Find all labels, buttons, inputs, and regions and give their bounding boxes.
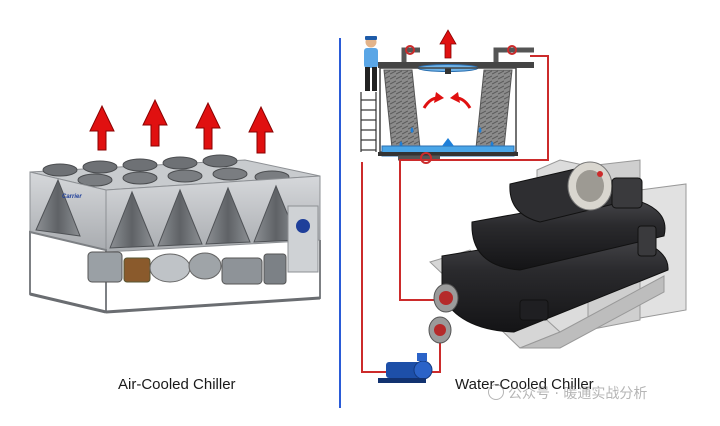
- tower-ladder: [360, 92, 377, 152]
- red-up-arrow-icon: [89, 104, 115, 151]
- condenser-fans: [42, 154, 290, 187]
- air-cooled-chiller-caption: Air-Cooled Chiller: [118, 376, 236, 393]
- worker-figure: [364, 36, 378, 91]
- v-coil-panels: [35, 178, 299, 249]
- red-up-arrow-icon: [195, 101, 221, 150]
- red-up-arrow-icon: [142, 98, 168, 147]
- tower-fill-media-left: [383, 69, 421, 149]
- water-cooled-system-illustration: [360, 29, 687, 383]
- fan-exhaust-arrow-icon: [439, 29, 457, 59]
- watermark-text: 公众号 · 暖通实战分析: [508, 386, 648, 402]
- water-pump: [378, 353, 433, 383]
- carrier-logo-icon: [296, 219, 310, 233]
- water-cooled-chiller-unit: [428, 159, 687, 349]
- compressor-label-icon: [597, 171, 603, 177]
- heat-discharge-arrows: [89, 98, 274, 154]
- air-cooled-chiller-illustration: Carrier: [29, 98, 321, 314]
- cooling-tower: [360, 29, 534, 164]
- inlet-valve-icon: [507, 45, 517, 55]
- inlet-valve-icon: [405, 45, 415, 55]
- compressor-assembly: [87, 251, 287, 285]
- outlet-valve-icon: [420, 152, 432, 164]
- carrier-logo-text: Carrier: [62, 194, 82, 200]
- tower-fill-media-right: [475, 69, 513, 149]
- red-up-arrow-icon: [248, 105, 274, 154]
- watermark: 公众号 · 暖通实战分析: [488, 383, 647, 403]
- watermark-logo-icon: [488, 384, 504, 400]
